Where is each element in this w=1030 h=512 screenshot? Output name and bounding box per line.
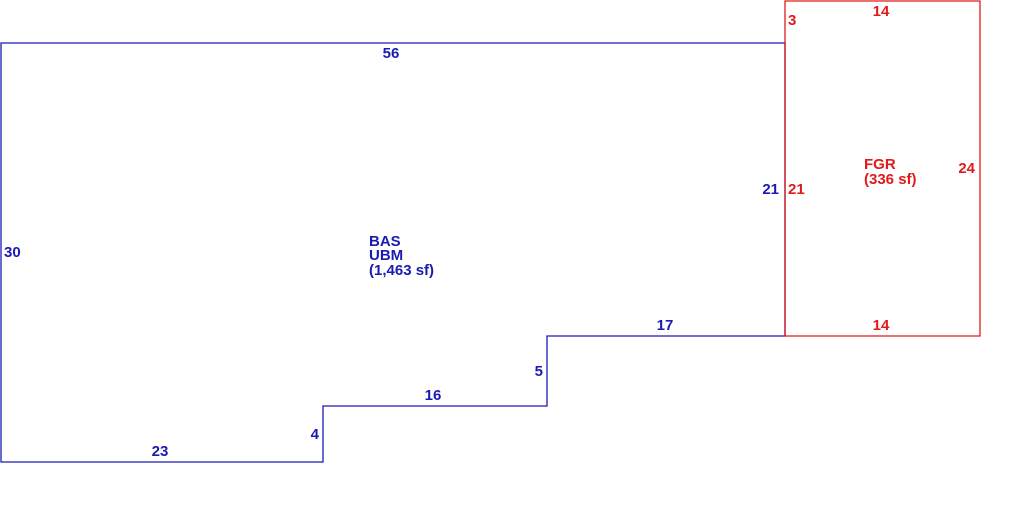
garage-outline xyxy=(784,0,981,337)
dim-main-left: 30 xyxy=(4,244,21,261)
dim-step-low-run: 16 xyxy=(425,387,442,404)
dim-step-high-run: 17 xyxy=(657,317,674,334)
dim-garage-top: 14 xyxy=(873,3,890,20)
dim-step-low-riser: 4 xyxy=(311,426,320,443)
dim-main-bottom-left: 23 xyxy=(152,443,169,460)
dim-step-high-riser: 5 xyxy=(535,363,543,380)
main-area-code-ubm: UBM xyxy=(369,247,403,264)
main-area-size: (1,463 sf) xyxy=(369,262,434,279)
garage-dimensions: 3 14 24 21 14 xyxy=(788,3,976,334)
dim-garage-top-offset: 3 xyxy=(788,12,796,29)
garage-size: (336 sf) xyxy=(864,171,917,188)
dim-main-right: 21 xyxy=(762,181,779,198)
garage-code-fgr: FGR xyxy=(864,156,896,173)
garage-label: FGR (336 sf) xyxy=(864,156,917,188)
main-area-code-bas: BAS xyxy=(369,233,401,250)
dim-garage-right: 24 xyxy=(958,160,975,177)
main-area-label: BAS UBM (1,463 sf) xyxy=(369,233,434,279)
dim-garage-bottom: 14 xyxy=(873,317,890,334)
dim-main-top: 56 xyxy=(383,45,400,62)
main-area-dimensions: 56 30 23 4 16 5 17 21 xyxy=(4,45,779,460)
dim-garage-left: 21 xyxy=(788,181,805,198)
